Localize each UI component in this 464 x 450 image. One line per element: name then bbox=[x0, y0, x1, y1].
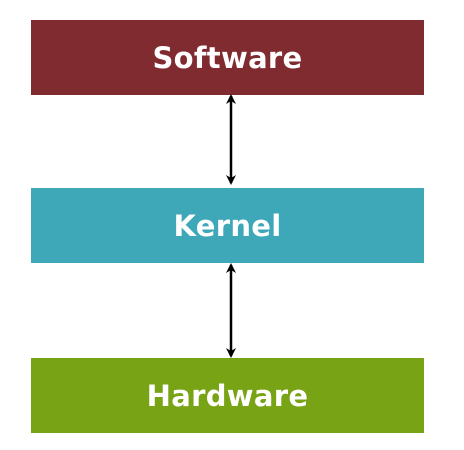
software-layer-box: Software bbox=[31, 20, 424, 95]
hardware-layer-label: Hardware bbox=[146, 378, 309, 413]
kernel-layer-box: Kernel bbox=[31, 188, 424, 263]
software-layer-label: Software bbox=[152, 40, 303, 75]
kernel-layer-label: Kernel bbox=[173, 208, 282, 243]
hardware-layer-box: Hardware bbox=[31, 358, 424, 433]
